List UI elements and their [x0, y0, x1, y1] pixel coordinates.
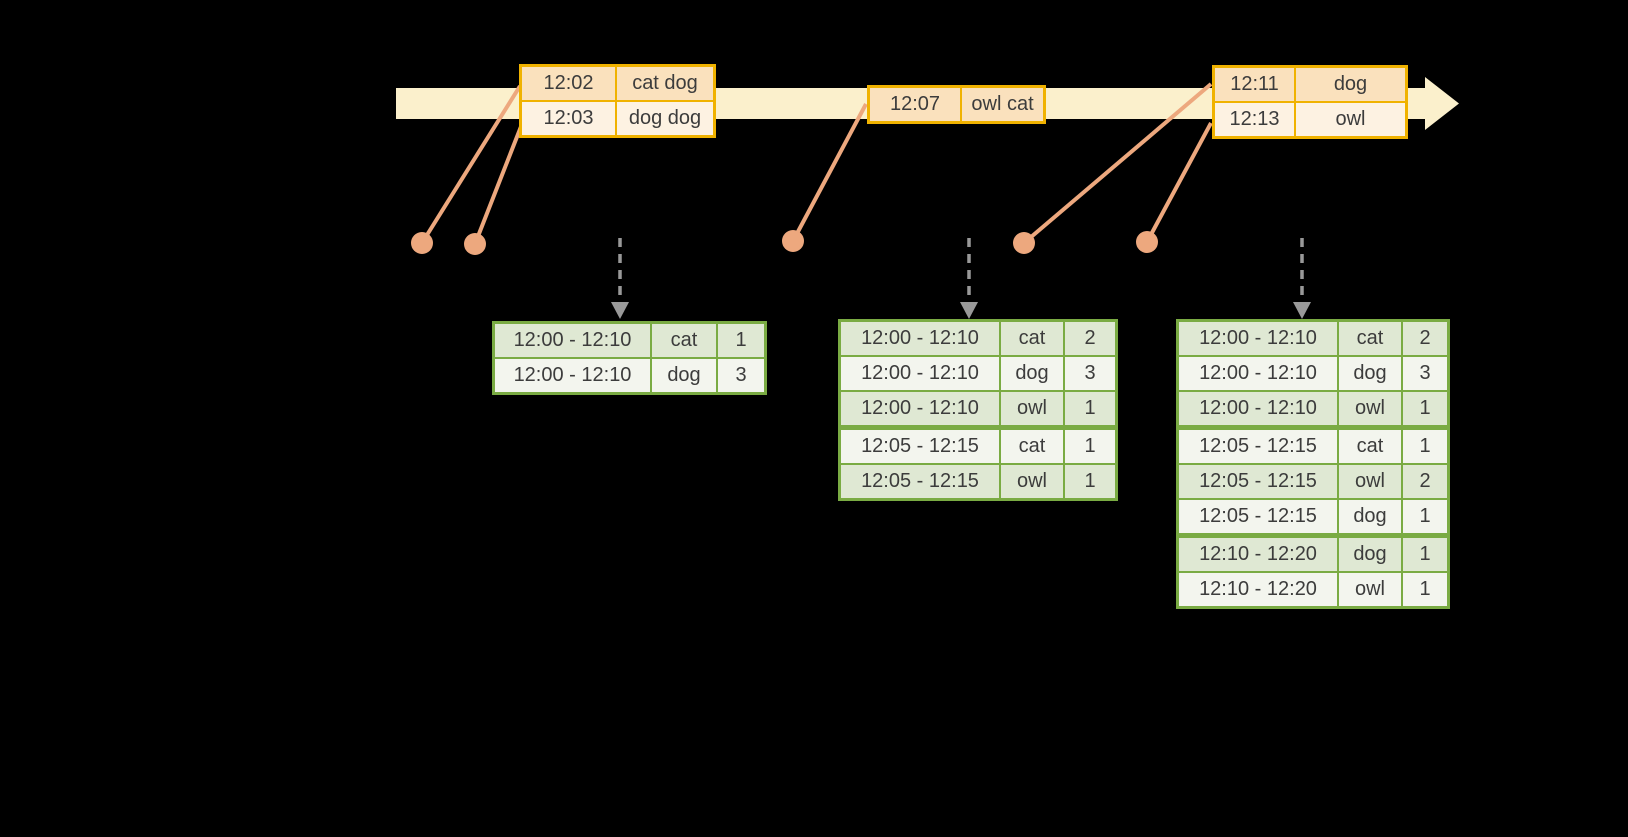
window-cell: 12:00 - 12:10: [1176, 390, 1339, 429]
table-row: 12:13 owl: [1212, 101, 1408, 139]
down-arrow-icon-2: [960, 302, 978, 319]
count-cell: 2: [1401, 463, 1450, 500]
count-cell: 1: [1401, 498, 1450, 537]
event-dot-1202: [411, 232, 433, 254]
event-table-1: 12:02 cat dog 12:03 dog dog: [519, 64, 716, 138]
count-cell: 1: [716, 321, 767, 359]
words-cell: dog dog: [615, 100, 716, 138]
window-cell: 12:05 - 12:15: [1176, 498, 1339, 537]
table-row: 12:00 - 12:10 cat 1: [492, 321, 767, 359]
word-cell: dog: [999, 355, 1065, 392]
table-row: 12:00 - 12:10 cat 2: [838, 319, 1118, 357]
table-row: 12:00 - 12:10 owl 1: [838, 390, 1118, 429]
dashed-trigger-arrows: [618, 238, 1304, 303]
count-cell: 3: [1401, 355, 1450, 392]
count-cell: 1: [1401, 390, 1450, 429]
count-cell: 3: [1063, 355, 1118, 392]
connector-line-1211: [1022, 82, 1213, 245]
down-arrow-icon-3: [1293, 302, 1311, 319]
event-table-3: 12:11 dog 12:13 owl: [1212, 65, 1408, 139]
window-cell: 12:00 - 12:10: [838, 390, 1001, 429]
connector-line-1207: [791, 103, 868, 242]
connector-line-1213: [1145, 122, 1213, 243]
word-cell: cat: [999, 319, 1065, 357]
window-cell: 12:05 - 12:15: [1176, 463, 1339, 500]
window-cell: 12:05 - 12:15: [838, 425, 1001, 465]
time-cell: 12:03: [519, 100, 617, 138]
dashed-arrow-heads: [611, 302, 1311, 319]
table-row: 12:07 owl cat: [867, 85, 1046, 124]
table-row: 12:00 - 12:10 cat 2: [1176, 319, 1450, 357]
result-table-2: 12:00 - 12:10 cat 2 12:00 - 12:10 dog 3 …: [838, 319, 1118, 501]
down-arrow-icon-1: [611, 302, 629, 319]
time-cell: 12:13: [1212, 101, 1296, 139]
count-cell: 1: [1401, 533, 1450, 573]
time-cell: 12:11: [1212, 65, 1296, 103]
window-cell: 12:00 - 12:10: [1176, 319, 1339, 357]
table-row: 12:00 - 12:10 dog 3: [838, 355, 1118, 392]
connector-line-1202: [420, 84, 522, 245]
result-table-1: 12:00 - 12:10 cat 1 12:00 - 12:10 dog 3: [492, 321, 767, 395]
words-cell: owl cat: [960, 85, 1046, 124]
connector-line-1203: [473, 123, 524, 245]
table-row-group-start: 12:10 - 12:20 dog 1: [1176, 533, 1450, 573]
table-row: 12:11 dog: [1212, 65, 1408, 103]
result-table-3: 12:00 - 12:10 cat 2 12:00 - 12:10 dog 3 …: [1176, 319, 1450, 609]
event-dot-1213: [1136, 231, 1158, 253]
window-cell: 12:00 - 12:10: [492, 321, 652, 359]
table-row: 12:05 - 12:15 owl 2: [1176, 463, 1450, 500]
count-cell: 2: [1063, 319, 1118, 357]
words-cell: cat dog: [615, 64, 716, 102]
count-cell: 1: [1063, 425, 1118, 465]
event-connector-lines: [420, 82, 1213, 245]
table-row: 12:03 dog dog: [519, 100, 716, 138]
words-cell: owl: [1294, 101, 1408, 139]
window-cell: 12:10 - 12:20: [1176, 533, 1339, 573]
window-cell: 12:00 - 12:10: [838, 355, 1001, 392]
event-dot-1211: [1013, 232, 1035, 254]
window-cell: 12:00 - 12:10: [492, 357, 652, 395]
table-row: 12:05 - 12:15 dog 1: [1176, 498, 1450, 537]
word-cell: cat: [1337, 425, 1403, 465]
word-cell: cat: [650, 321, 718, 359]
word-cell: owl: [1337, 571, 1403, 609]
event-dot-1203: [464, 233, 486, 255]
word-cell: owl: [999, 463, 1065, 501]
table-row: 12:00 - 12:10 dog 3: [1176, 355, 1450, 392]
word-cell: dog: [1337, 533, 1403, 573]
event-table-2: 12:07 owl cat: [867, 85, 1046, 124]
count-cell: 3: [716, 357, 767, 395]
event-dots: [411, 230, 1158, 255]
word-cell: owl: [1337, 463, 1403, 500]
count-cell: 1: [1401, 571, 1450, 609]
timeline-arrowhead-icon: [1425, 77, 1459, 130]
table-row: 12:02 cat dog: [519, 64, 716, 102]
window-cell: 12:00 - 12:10: [838, 319, 1001, 357]
words-cell: dog: [1294, 65, 1408, 103]
word-cell: owl: [999, 390, 1065, 429]
table-row: 12:00 - 12:10 owl 1: [1176, 390, 1450, 429]
table-row-group-start: 12:05 - 12:15 cat 1: [838, 425, 1118, 465]
count-cell: 1: [1063, 463, 1118, 501]
window-cell: 12:10 - 12:20: [1176, 571, 1339, 609]
count-cell: 2: [1401, 319, 1450, 357]
table-row-group-start: 12:05 - 12:15 cat 1: [1176, 425, 1450, 465]
table-row: 12:05 - 12:15 owl 1: [838, 463, 1118, 501]
window-cell: 12:05 - 12:15: [1176, 425, 1339, 465]
table-row: 12:10 - 12:20 owl 1: [1176, 571, 1450, 609]
word-cell: cat: [1337, 319, 1403, 357]
word-cell: owl: [1337, 390, 1403, 429]
count-cell: 1: [1401, 425, 1450, 465]
window-cell: 12:00 - 12:10: [1176, 355, 1339, 392]
word-cell: dog: [1337, 498, 1403, 537]
word-cell: cat: [999, 425, 1065, 465]
window-cell: 12:05 - 12:15: [838, 463, 1001, 501]
time-cell: 12:07: [867, 85, 962, 124]
count-cell: 1: [1063, 390, 1118, 429]
event-dot-1207: [782, 230, 804, 252]
table-row: 12:00 - 12:10 dog 3: [492, 357, 767, 395]
time-cell: 12:02: [519, 64, 617, 102]
word-cell: dog: [650, 357, 718, 395]
word-cell: dog: [1337, 355, 1403, 392]
